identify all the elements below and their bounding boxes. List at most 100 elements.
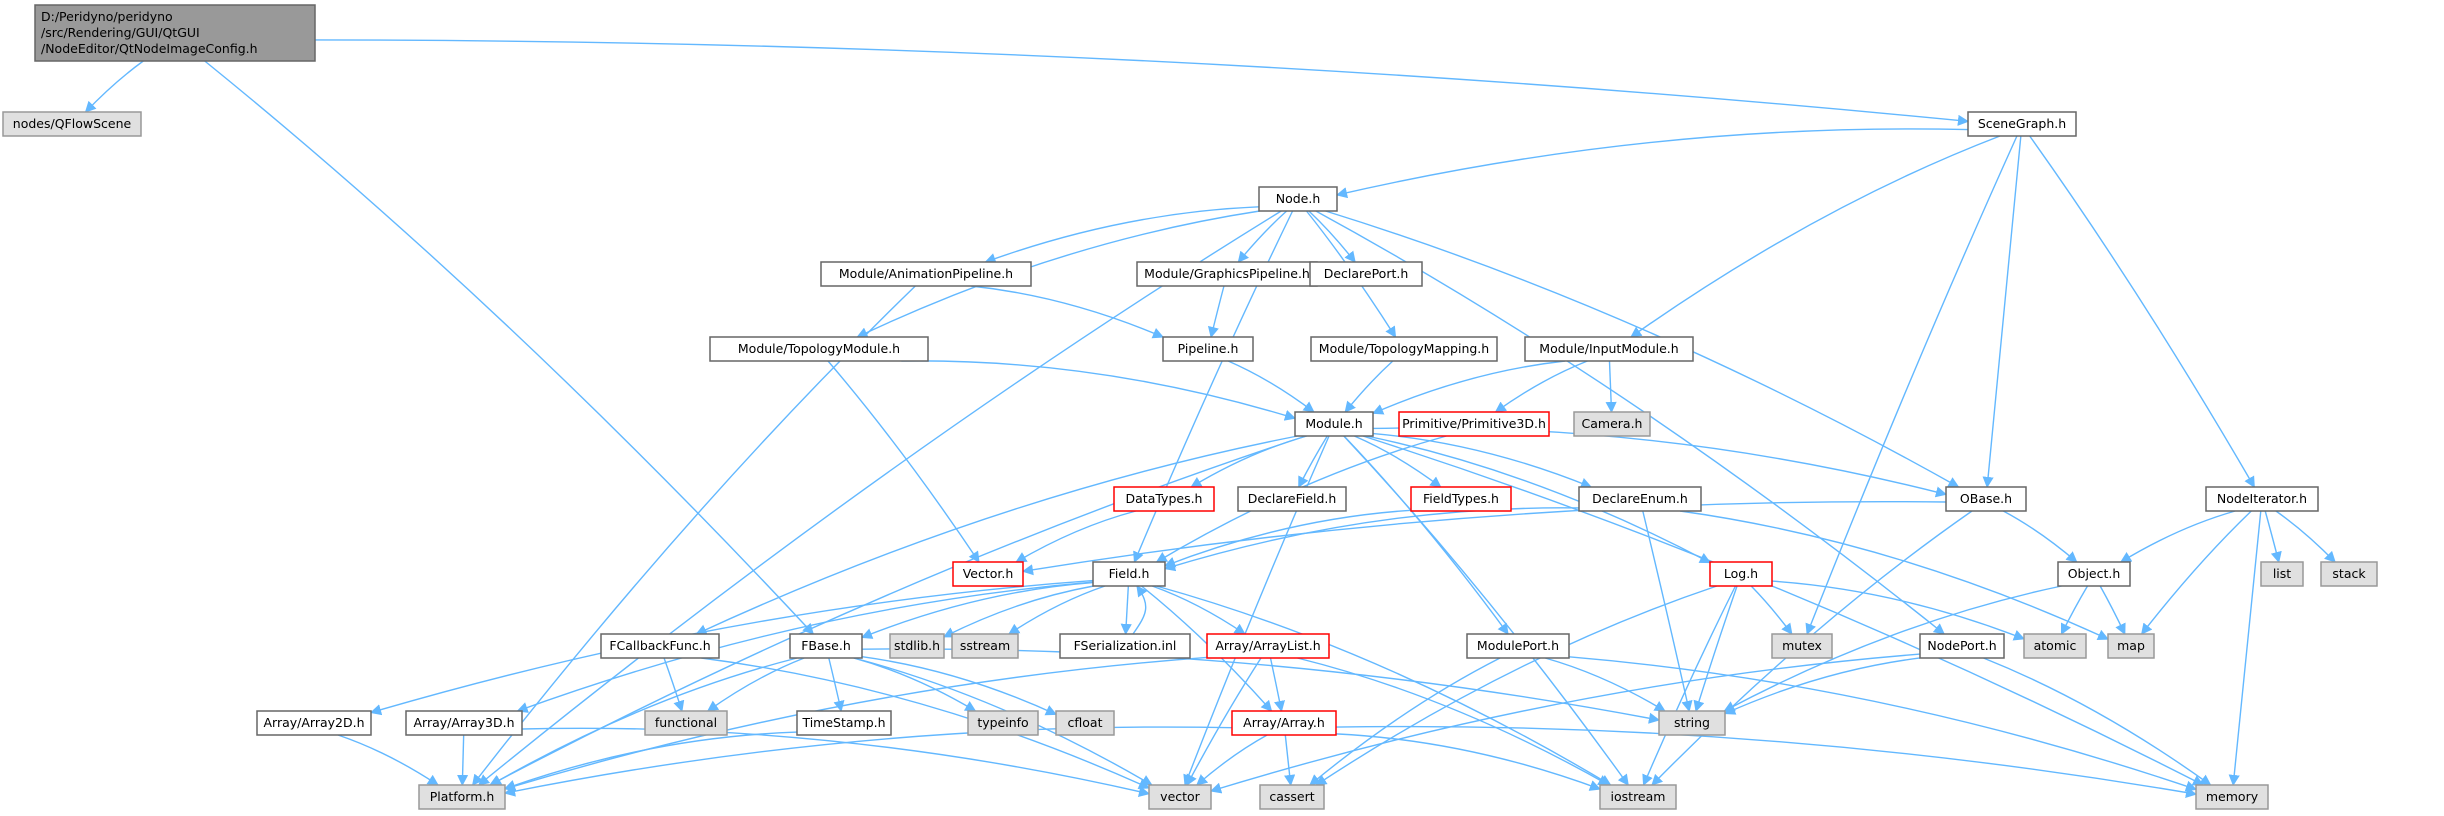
- node-list[interactable]: list: [2260, 561, 2304, 587]
- node-label: sstream: [960, 638, 1010, 653]
- node-string[interactable]: string: [1658, 710, 1726, 736]
- node-box: [1162, 336, 1254, 362]
- node-nodeport[interactable]: NodePort.h: [1919, 633, 2005, 659]
- node-box: [1059, 633, 1191, 659]
- node-label: Object.h: [2068, 566, 2121, 581]
- edge-fbase-to-vector: [853, 657, 1153, 786]
- node-box: [1294, 411, 1374, 437]
- node-platform[interactable]: Platform.h: [418, 784, 506, 810]
- edge-module-to-moduleport: [1343, 435, 1509, 635]
- node-label: functional: [655, 715, 717, 730]
- edge-module-to-fcallback: [695, 435, 1298, 635]
- node-module[interactable]: Module.h: [1294, 411, 1374, 437]
- node-object[interactable]: Object.h: [2057, 561, 2131, 587]
- node-atomic[interactable]: atomic: [2023, 633, 2087, 659]
- node-box: [1578, 486, 1702, 512]
- node-box: [1092, 561, 1166, 587]
- node-log[interactable]: Log.h: [1709, 561, 1773, 587]
- edge-log-to-cassert: [1315, 585, 1718, 786]
- node-stack[interactable]: stack: [2320, 561, 2378, 587]
- node-label: /src/Rendering/GUI/QtGUI: [41, 25, 200, 40]
- node-memory[interactable]: memory: [2195, 784, 2269, 810]
- node-label: Module/TopologyModule.h: [738, 341, 900, 356]
- node-box: [1148, 784, 1212, 810]
- node-field[interactable]: Field.h: [1092, 561, 1166, 587]
- edge-node-to-animpipe: [984, 206, 1260, 264]
- edge-scenegraph-to-nodeiterator: [2029, 135, 2255, 488]
- node-box: [789, 633, 863, 659]
- edge-declareenum-to-field: [1163, 507, 1580, 572]
- edge-field-to-arraylist: [1151, 585, 1246, 635]
- node-animpipe[interactable]: Module/AnimationPipeline.h: [820, 261, 1032, 287]
- node-fbase[interactable]: FBase.h: [789, 633, 863, 659]
- node-vector[interactable]: vector: [1148, 784, 1212, 810]
- node-topomodule[interactable]: Module/TopologyModule.h: [709, 336, 929, 362]
- node-label: DataTypes.h: [1126, 491, 1203, 506]
- node-box: [1919, 633, 2005, 659]
- node-fcallback[interactable]: FCallbackFunc.h: [600, 633, 720, 659]
- edge-pipeline-to-module: [1227, 360, 1315, 413]
- node-label: Node.h: [1276, 191, 1321, 206]
- edge-module-to-memory: [1362, 435, 2205, 786]
- node-graphpipe[interactable]: Module/GraphicsPipeline.h: [1136, 261, 1318, 287]
- node-declareenum[interactable]: DeclareEnum.h: [1578, 486, 1702, 512]
- node-arraylist[interactable]: Array/ArrayList.h: [1206, 633, 1330, 659]
- edge-animpipe-to-pipeline: [971, 285, 1165, 339]
- edge-topomodule-to-module: [901, 360, 1297, 421]
- node-box: [709, 336, 929, 362]
- node-topomap[interactable]: Module/TopologyMapping.h: [1310, 336, 1498, 362]
- node-vector_h[interactable]: Vector.h: [952, 561, 1024, 587]
- node-box: [2195, 784, 2269, 810]
- node-box: [1573, 411, 1651, 437]
- node-datatypes[interactable]: DataTypes.h: [1113, 486, 1215, 512]
- node-nodeiterator[interactable]: NodeIterator.h: [2205, 486, 2319, 512]
- node-box: [1658, 710, 1726, 736]
- node-obase[interactable]: OBase.h: [1945, 486, 2027, 512]
- node-timestamp[interactable]: TimeStamp.h: [796, 710, 892, 736]
- node-node[interactable]: Node.h: [1258, 186, 1338, 212]
- node-array3d[interactable]: Array/Array3D.h: [405, 710, 523, 736]
- node-pipeline[interactable]: Pipeline.h: [1162, 336, 1254, 362]
- node-label: NodeIterator.h: [2217, 491, 2307, 506]
- node-label: FSerialization.inl: [1074, 638, 1177, 653]
- node-cassert[interactable]: cassert: [1259, 784, 1325, 810]
- node-inputmodule[interactable]: Module/InputModule.h: [1524, 336, 1694, 362]
- node-iostream[interactable]: iostream: [1599, 784, 1677, 810]
- node-moduleport[interactable]: ModulePort.h: [1466, 633, 1570, 659]
- node-sstream[interactable]: sstream: [951, 633, 1019, 659]
- node-label: Array/Array.h: [1243, 715, 1325, 730]
- node-fieldtypes[interactable]: FieldTypes.h: [1410, 486, 1512, 512]
- node-camera[interactable]: Camera.h: [1573, 411, 1651, 437]
- edge-field-to-stdlib: [942, 585, 1094, 638]
- node-functional[interactable]: functional: [644, 710, 728, 736]
- node-box: [34, 4, 316, 62]
- edge-fserial-to-field: [1132, 585, 1148, 635]
- edge-module-to-iostream: [1343, 435, 1629, 786]
- node-fserial[interactable]: FSerialization.inl: [1059, 633, 1191, 659]
- node-primitive3d[interactable]: Primitive/Primitive3D.h: [1398, 411, 1550, 437]
- node-map[interactable]: map: [2107, 633, 2155, 659]
- node-box: [2057, 561, 2131, 587]
- edge-object-to-map: [2099, 585, 2126, 636]
- node-array[interactable]: Array/Array.h: [1231, 710, 1337, 736]
- node-label: iostream: [1611, 789, 1666, 804]
- nodes-layer: D:/Peridyno/peridyno/src/Rendering/GUI/Q…: [2, 4, 2378, 810]
- node-declareport[interactable]: DeclarePort.h: [1309, 261, 1423, 287]
- node-qflowscene[interactable]: nodes/QFlowScene: [2, 111, 142, 137]
- node-array2d[interactable]: Array/Array2D.h: [256, 710, 372, 736]
- node-scenegraph[interactable]: SceneGraph.h: [1967, 111, 2077, 137]
- node-box: [1771, 633, 1833, 659]
- node-box: [1113, 486, 1215, 512]
- node-mutex[interactable]: mutex: [1771, 633, 1833, 659]
- node-declarefield[interactable]: DeclareField.h: [1237, 486, 1347, 512]
- edge-nodeport-to-vector: [1209, 653, 1921, 794]
- edge-datatypes-to-vector_h: [1015, 510, 1137, 563]
- node-typeinfo[interactable]: typeinfo: [967, 710, 1039, 736]
- node-box: [1206, 633, 1330, 659]
- node-root[interactable]: D:/Peridyno/peridyno/src/Rendering/GUI/Q…: [34, 4, 316, 62]
- node-label: Log.h: [1724, 566, 1758, 581]
- node-cfloat[interactable]: cfloat: [1055, 710, 1115, 736]
- node-stdlib[interactable]: stdlib.h: [889, 633, 945, 659]
- edge-field-to-sstream: [1008, 585, 1106, 635]
- node-label: vector: [1160, 789, 1201, 804]
